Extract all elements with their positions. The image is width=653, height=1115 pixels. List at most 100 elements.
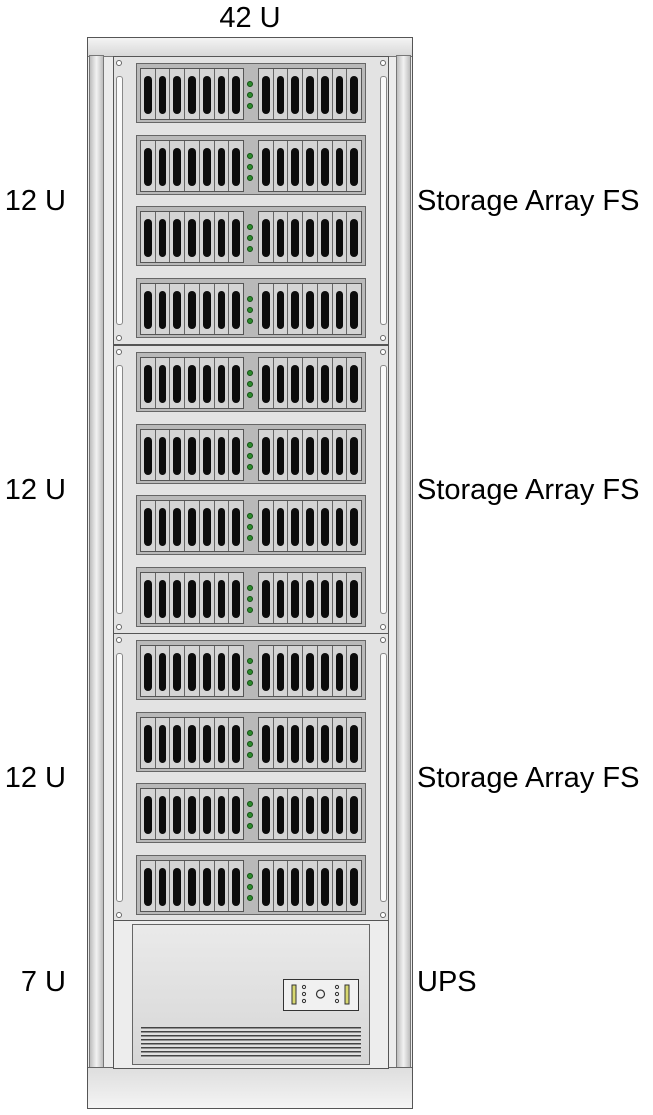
drive-handle-icon (320, 291, 329, 329)
drive-handle-icon (335, 291, 344, 329)
drive-handle-icon (144, 365, 152, 403)
ups-front-panel (132, 924, 370, 1065)
status-leds (246, 296, 254, 329)
drive-bay (170, 861, 186, 911)
drive-bay (347, 573, 362, 623)
status-leds (246, 873, 254, 906)
array-3-units-label: 12 U (4, 762, 66, 794)
drive-handle-icon (262, 725, 270, 763)
drive-bay (332, 358, 348, 408)
drive-handle-icon (320, 219, 329, 257)
status-led-icon (247, 92, 253, 98)
drive-enclosure (136, 424, 366, 484)
drive-handle-icon (350, 508, 359, 546)
drive-handle-icon (320, 653, 329, 691)
drive-bay (332, 573, 348, 623)
drive-bay (141, 430, 156, 480)
drive-handle-icon (144, 219, 152, 257)
status-leds (246, 442, 254, 475)
drive-bay (317, 358, 333, 408)
drive-handle-icon (320, 580, 329, 618)
drive-handle-icon (262, 796, 270, 834)
storage-array-unit (113, 56, 389, 345)
status-leds (246, 370, 254, 403)
drive-bank (140, 860, 244, 912)
status-led-icon (247, 246, 253, 252)
status-led-icon (247, 596, 253, 602)
drive-handle-icon (350, 365, 359, 403)
drive-bay (214, 358, 230, 408)
drive-bank (140, 717, 244, 769)
drive-bay (259, 212, 274, 262)
drive-enclosure (136, 855, 366, 915)
status-led-icon (247, 224, 253, 230)
rack-rail-right (396, 55, 411, 1070)
drive-handle-icon (232, 796, 241, 834)
status-leds (246, 801, 254, 834)
drive-bay (347, 646, 362, 696)
drive-handle-icon (350, 868, 359, 906)
drive-handle-icon (217, 508, 226, 546)
drive-handle-icon (202, 653, 211, 691)
status-led-icon (247, 669, 253, 675)
ups-control-panel (283, 979, 359, 1011)
drive-handle-icon (306, 148, 314, 186)
drive-handle-icon (188, 580, 196, 618)
drive-handle-icon (144, 76, 152, 114)
drive-handle-icon (232, 148, 241, 186)
drive-enclosure (136, 278, 366, 338)
status-led-icon (247, 513, 253, 519)
status-led-icon (247, 801, 253, 807)
drive-handle-icon (335, 580, 344, 618)
drive-bay (155, 69, 171, 119)
drive-handle-icon (291, 291, 300, 329)
drive-bay (185, 718, 200, 768)
drive-bay (347, 789, 362, 839)
screw-icon (380, 60, 386, 66)
drive-handle-icon (306, 508, 314, 546)
drive-handle-icon (276, 796, 285, 834)
drive-handle-icon (262, 580, 270, 618)
drive-bay (288, 69, 304, 119)
drive-bay (259, 573, 274, 623)
drive-enclosure (136, 567, 366, 627)
drive-bay (347, 430, 362, 480)
drive-bay (229, 861, 244, 911)
drive-bay (185, 212, 200, 262)
drive-handle-icon (217, 580, 226, 618)
drive-handle-icon (217, 868, 226, 906)
drive-handle-icon (158, 796, 167, 834)
drive-bay (214, 573, 230, 623)
drive-handle-icon (335, 76, 344, 114)
drive-handle-icon (306, 76, 314, 114)
drive-bay (288, 212, 304, 262)
drive-handle-icon (232, 219, 241, 257)
drive-handle-icon (291, 796, 300, 834)
drive-enclosure (136, 63, 366, 123)
drive-bank (258, 211, 362, 263)
drive-bay (288, 284, 304, 334)
drive-bay (303, 69, 318, 119)
drive-bay (170, 141, 186, 191)
status-led-icon (247, 884, 253, 890)
drive-handle-icon (217, 291, 226, 329)
drive-bay (317, 212, 333, 262)
status-leds (246, 658, 254, 691)
drive-bay (155, 358, 171, 408)
drive-handle-icon (158, 148, 167, 186)
drive-handle-icon (320, 796, 329, 834)
drive-handle-icon (291, 76, 300, 114)
drive-bay (229, 212, 244, 262)
drive-handle-icon (188, 219, 196, 257)
drive-handle-icon (144, 148, 152, 186)
drive-bank (140, 788, 244, 840)
drive-handle-icon (188, 76, 196, 114)
screw-icon (116, 624, 122, 630)
drive-bay (332, 284, 348, 334)
drive-handle-icon (291, 365, 300, 403)
drive-bank (258, 860, 362, 912)
mounting-ear (114, 637, 124, 918)
status-led-icon (247, 370, 253, 376)
drive-bay (199, 789, 215, 839)
status-led-icon (247, 895, 253, 901)
